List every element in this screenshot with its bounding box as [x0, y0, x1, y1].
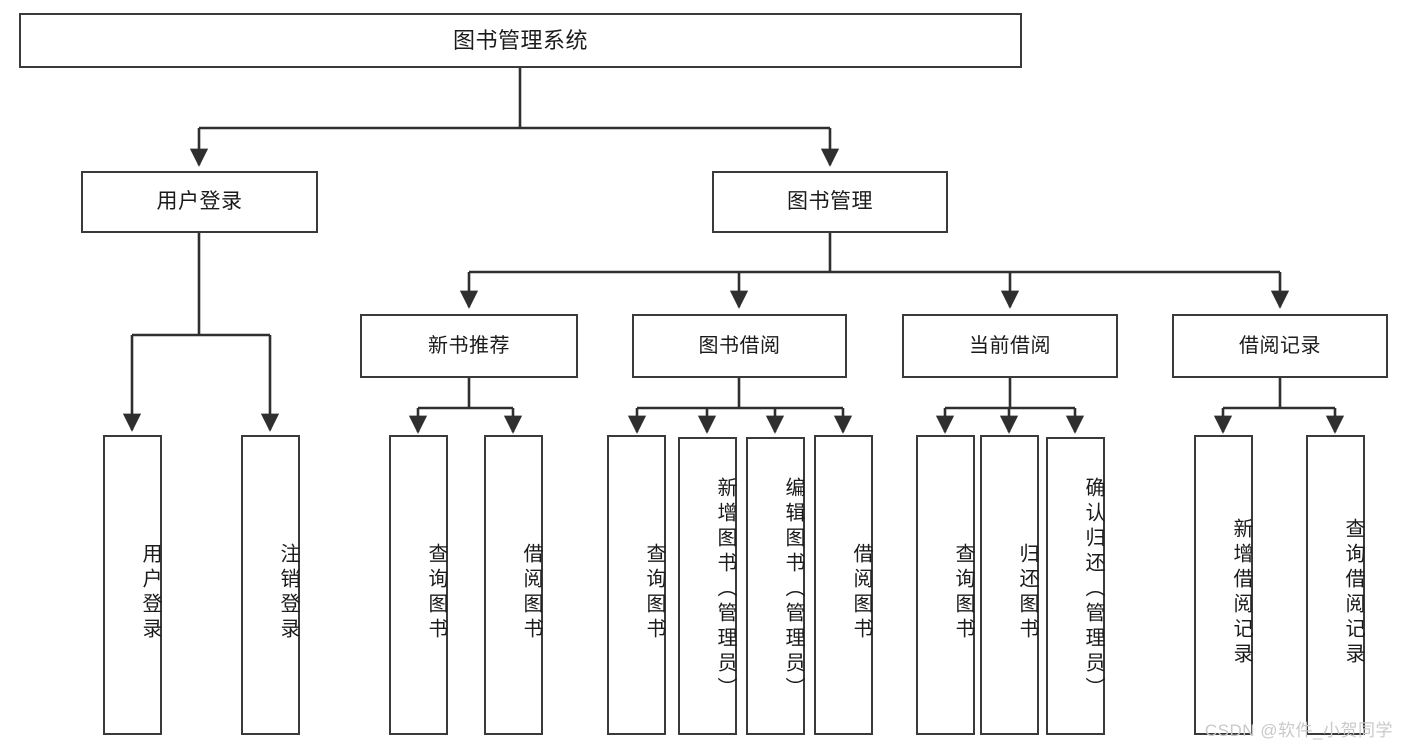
node-book-borrow[interactable]: 图书借阅: [632, 314, 847, 378]
node-label: 新增借阅记录: [1230, 518, 1252, 668]
node-label: 查询图书: [643, 543, 665, 643]
leaf-user-login[interactable]: 用户登录: [103, 435, 162, 735]
node-new-book-recommend[interactable]: 新书推荐: [360, 314, 578, 378]
leaf-query-book-recommend[interactable]: 查询图书: [389, 435, 448, 735]
node-root-book-management-system[interactable]: 图书管理系统: [19, 13, 1022, 68]
node-label: 图书借阅: [698, 334, 781, 357]
leaf-query-borrow-record[interactable]: 查询借阅记录: [1306, 435, 1365, 735]
leaf-query-book-current[interactable]: 查询图书: [916, 435, 975, 735]
leaf-borrow-book-recommend[interactable]: 借阅图书: [484, 435, 543, 735]
node-label: 图书管理: [787, 189, 873, 213]
node-current-borrow[interactable]: 当前借阅: [902, 314, 1118, 378]
node-borrow-record[interactable]: 借阅记录: [1172, 314, 1388, 378]
node-book-management[interactable]: 图书管理: [712, 171, 948, 233]
node-label: 借阅图书: [850, 543, 872, 643]
node-user-login[interactable]: 用户登录: [81, 171, 318, 233]
leaf-return-book[interactable]: 归还图书: [980, 435, 1039, 735]
node-label: 查询借阅记录: [1342, 518, 1364, 668]
node-label: 新增图书（管理员）: [714, 476, 736, 702]
node-label: 借阅记录: [1239, 334, 1321, 357]
node-label: 归还图书: [1016, 543, 1038, 643]
node-label: 借阅图书: [520, 543, 542, 643]
csdn-watermark: CSDN @软件_小贺同学: [1204, 721, 1393, 740]
node-label: 查询图书: [425, 543, 447, 643]
leaf-borrow-book[interactable]: 借阅图书: [814, 435, 873, 735]
node-label: 图书管理系统: [452, 27, 588, 53]
leaf-confirm-return-admin[interactable]: 确认归还（管理员）: [1046, 437, 1105, 735]
node-label: 确认归还（管理员）: [1082, 476, 1104, 702]
leaf-query-book-borrow[interactable]: 查询图书: [607, 435, 666, 735]
leaf-add-borrow-record[interactable]: 新增借阅记录: [1194, 435, 1253, 735]
node-label: 当前借阅: [969, 334, 1051, 357]
node-label: 新书推荐: [428, 334, 510, 357]
node-label: 用户登录: [139, 543, 161, 643]
node-label: 注销登录: [277, 543, 299, 643]
leaf-user-logout[interactable]: 注销登录: [241, 435, 300, 735]
leaf-edit-book-admin[interactable]: 编辑图书（管理员）: [746, 437, 805, 735]
node-label: 查询图书: [952, 543, 974, 643]
node-label: 编辑图书（管理员）: [782, 476, 804, 702]
node-label: 用户登录: [156, 189, 243, 213]
leaf-add-book-admin[interactable]: 新增图书（管理员）: [678, 437, 737, 735]
